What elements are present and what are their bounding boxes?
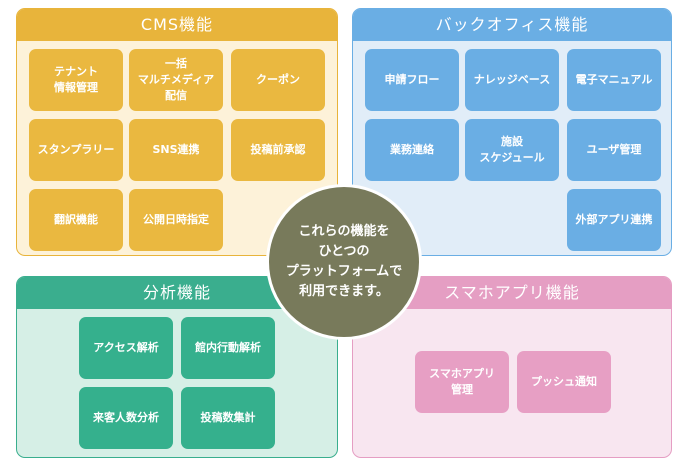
cms-title: CMS機能 (17, 9, 337, 41)
analytics-item-post-count: 投稿数集計 (181, 387, 275, 449)
backoffice-item-external-app: 外部アプリ連携 (567, 189, 661, 251)
cms-item-pre-approval: 投稿前承認 (231, 119, 325, 181)
cms-item-publish-schedule: 公開日時指定 (129, 189, 223, 251)
analytics-item-visitor-count: 来客人数分析 (79, 387, 173, 449)
app-item-app-management: スマホアプリ 管理 (415, 351, 509, 413)
app-item-push-notification: プッシュ通知 (517, 351, 611, 413)
analytics-item-in-store-behavior: 館内行動解析 (181, 317, 275, 379)
backoffice-item-user-management: ユーザ管理 (567, 119, 661, 181)
analytics-panel: 分析機能 アクセス解析 館内行動解析 来客人数分析 投稿数集計 (16, 276, 338, 458)
backoffice-title: バックオフィス機能 (353, 9, 671, 41)
cms-item-multimedia-delivery: 一括 マルチメディア 配信 (129, 49, 223, 111)
cms-item-tenant-info: テナント 情報管理 (29, 49, 123, 111)
center-circle: これらの機能を ひとつの プラットフォームで 利用できます。 (266, 184, 422, 340)
backoffice-item-business-notice: 業務連絡 (365, 119, 459, 181)
cms-panel: CMS機能 テナント 情報管理 一括 マルチメディア 配信 クーポン スタンプラ… (16, 8, 338, 256)
cms-item-stamp-rally: スタンプラリー (29, 119, 123, 181)
cms-item-coupon: クーポン (231, 49, 325, 111)
analytics-item-access: アクセス解析 (79, 317, 173, 379)
backoffice-item-facility-schedule: 施設 スケジュール (465, 119, 559, 181)
backoffice-item-e-manual: 電子マニュアル (567, 49, 661, 111)
backoffice-item-application-flow: 申請フロー (365, 49, 459, 111)
cms-item-sns: SNS連携 (129, 119, 223, 181)
cms-item-translation: 翻訳機能 (29, 189, 123, 251)
backoffice-item-knowledge-base: ナレッジベース (465, 49, 559, 111)
